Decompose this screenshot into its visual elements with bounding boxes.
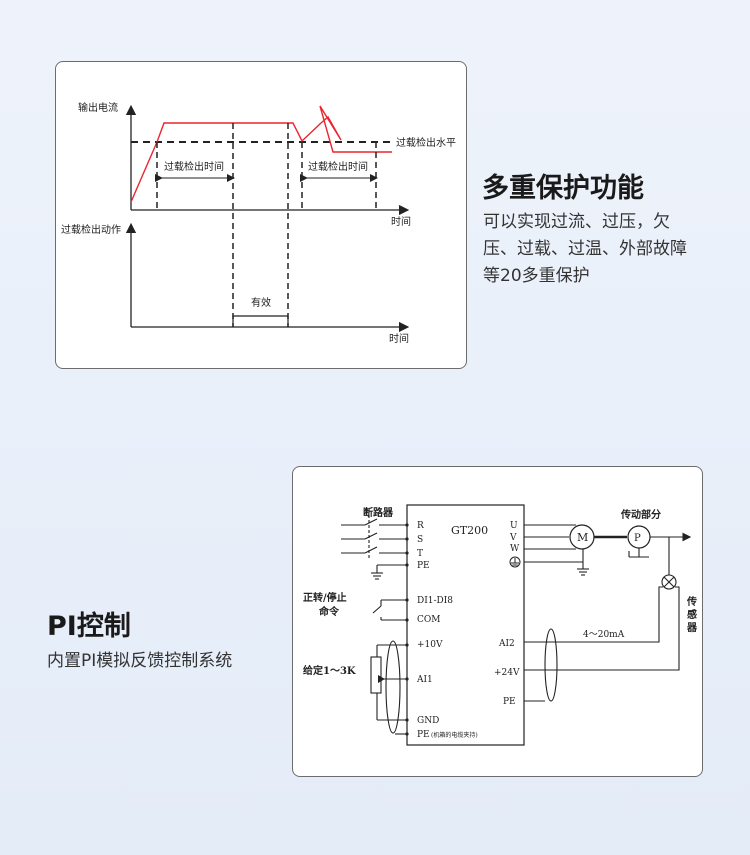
drive-box (406, 504, 525, 746)
bottom-y-axis-label: 过载检出动作 (61, 223, 121, 236)
terminal-w: W (510, 544, 520, 554)
terminal-pe-in: PE (417, 561, 430, 571)
terminal-t: T (417, 549, 423, 559)
detect-span-label-2: 过载检出时间 (308, 160, 368, 173)
section1-desc-line: 压、过载、过温、外部故障 (483, 239, 687, 259)
pump-label: P (634, 533, 641, 544)
section2-description: 内置PI模拟反馈控制系统 (47, 651, 233, 671)
potentiometer-wires (373, 640, 407, 735)
input-ground-icon (371, 564, 407, 580)
terminal-v: V (509, 533, 517, 543)
run-stop-label-2: 命令 (318, 605, 340, 618)
terminal-com: COM (417, 615, 440, 625)
pi-wiring-diagram: GT200 断路器 R S T PE U V W (303, 504, 698, 746)
section1-desc-line: 可以实现过流、过压，欠 (483, 212, 670, 232)
current-range-label: 4～20mA (583, 630, 625, 640)
sensor-icon (661, 574, 677, 590)
sensor-label-2: 感 (687, 608, 697, 621)
pe-note: (机箱的电缆夹持) (431, 731, 478, 739)
overload-timing-diagram: 输出电流 时间 过载检出水平 过载检出时间 过载检出时间 过载检出动作 时间 有… (61, 101, 456, 345)
terminal-r: R (417, 521, 424, 531)
terminal-10v: +10V (417, 640, 443, 650)
drive-label: GT200 (451, 524, 488, 537)
sensor-wires (524, 586, 680, 702)
section1-desc-line: 等20多重保护 (483, 266, 590, 286)
section2-title: PI控制 (47, 611, 131, 642)
terminal-ai1: AI1 (416, 675, 433, 685)
potentiometer-wiper-icon (378, 675, 385, 683)
sensor-label-1: 传 (686, 595, 697, 608)
section1-title: 多重保护功能 (482, 173, 644, 204)
terminal-pe-right: PE (503, 697, 516, 707)
overload-action-pulse (232, 315, 289, 327)
terminal-u: U (510, 521, 518, 531)
run-stop-switch (372, 599, 407, 621)
motor-label: M (577, 531, 588, 544)
effective-label: 有效 (251, 296, 271, 309)
section1-description: 可以实现过流、过压，欠 压、过载、过温、外部故障 等20多重保护 (483, 209, 687, 290)
terminal-gnd: GND (417, 716, 439, 726)
run-stop-label-1: 正转/停止 (303, 591, 347, 604)
breaker-switches (341, 515, 407, 559)
detect-span-label-1: 过载检出时间 (164, 160, 224, 173)
terminal-ai2: AI2 (498, 639, 515, 649)
terminal-24v: +24V (494, 668, 520, 678)
sensor-label-3: 器 (686, 622, 698, 634)
top-y-axis-label: 输出电流 (78, 101, 118, 114)
top-x-axis-label: 时间 (391, 215, 411, 228)
output-current-curve (130, 105, 392, 203)
breaker-label: 断路器 (363, 506, 394, 519)
terminal-dots (405, 523, 409, 736)
bottom-x-axis-label: 时间 (389, 332, 409, 345)
overload-timing-diagram-card: 输出电流 时间 过载检出水平 过载检出时间 过载检出时间 过载检出动作 时间 有… (55, 61, 467, 369)
terminal-s: S (417, 535, 423, 545)
potentiometer-icon (370, 656, 382, 694)
terminal-di: DI1-DI8 (417, 596, 453, 606)
pump-base (628, 548, 649, 558)
potentiometer-label: 给定1～3K (303, 664, 356, 677)
threshold-label: 过载检出水平 (396, 136, 456, 149)
pi-wiring-diagram-card: GT200 断路器 R S T PE U V W (292, 466, 703, 777)
motor-wires (524, 524, 589, 576)
drive-ground-icon (509, 556, 521, 568)
terminal-pe-bottom: PE (417, 730, 430, 740)
transmission-label: 传动部分 (620, 508, 661, 521)
